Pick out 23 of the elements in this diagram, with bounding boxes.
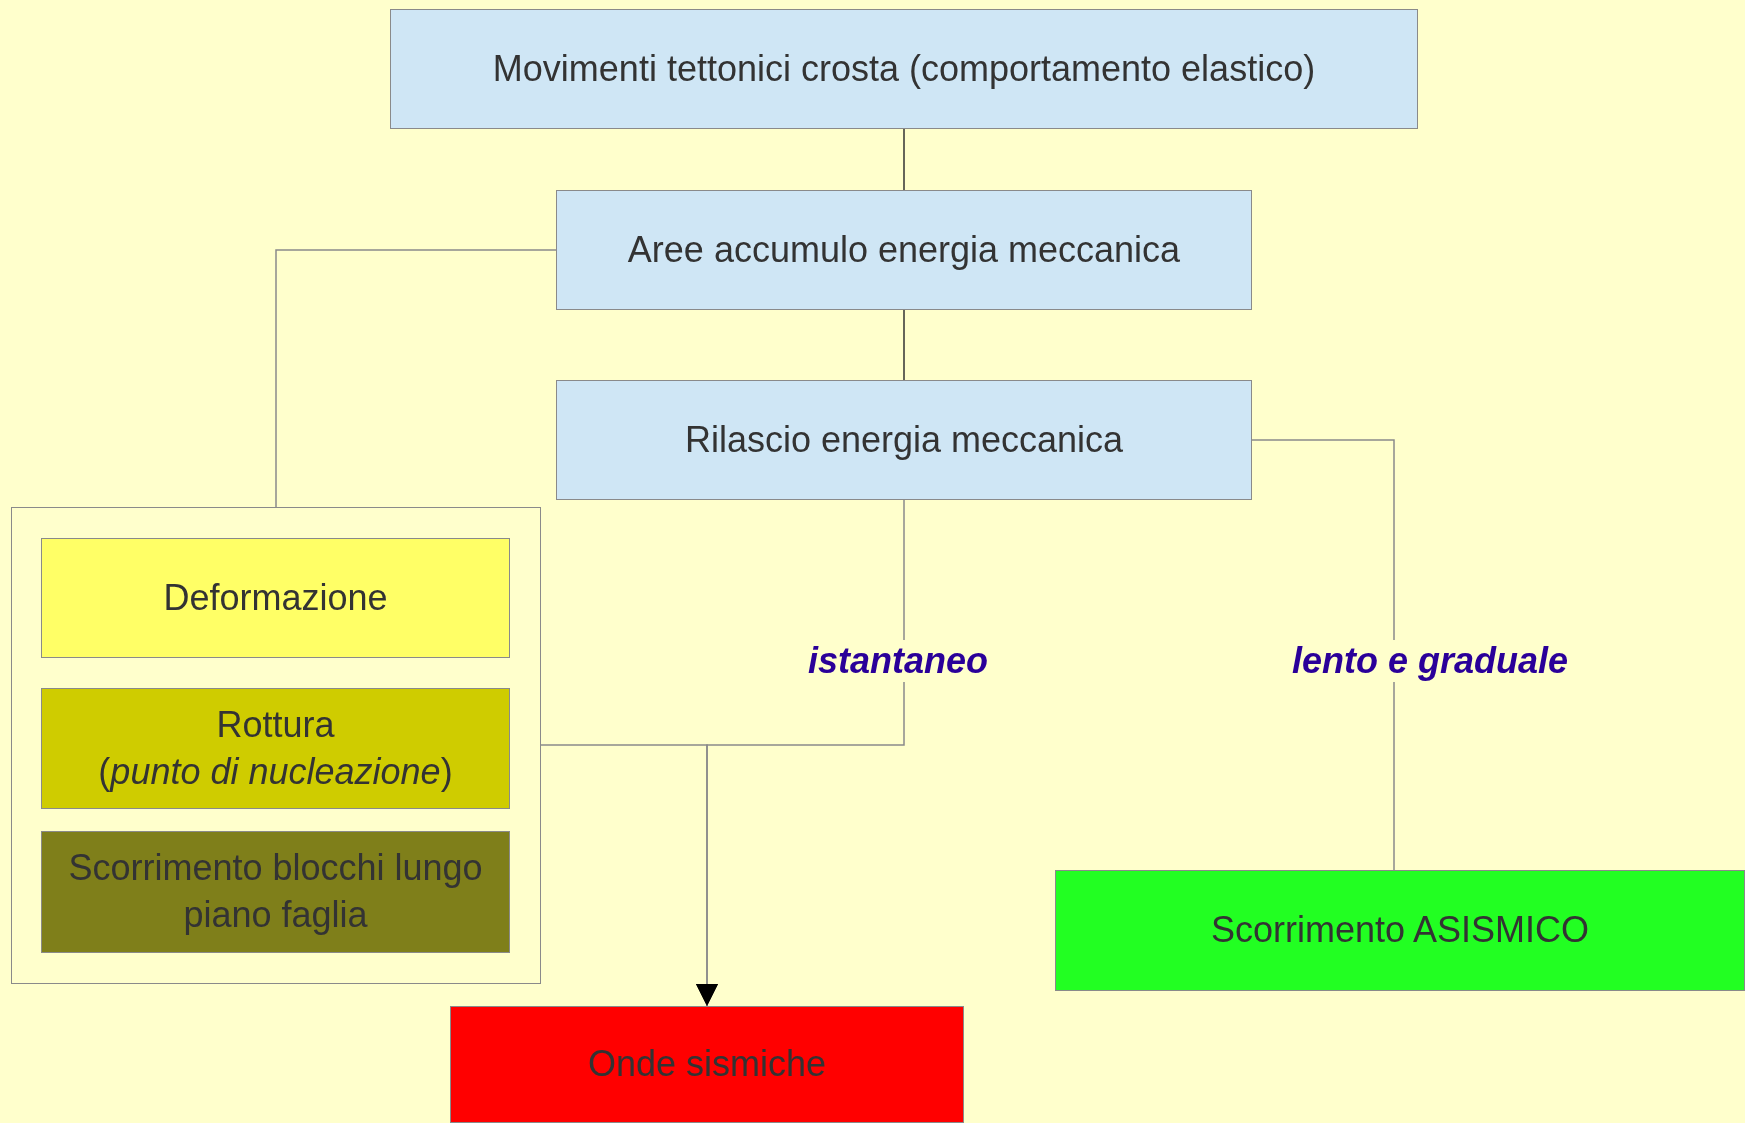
group-box: [11, 507, 541, 984]
node-text: Aree accumulo energia meccanica: [627, 227, 1181, 272]
process-box: [450, 1006, 964, 1123]
node-text: Rilascio energia meccanica: [684, 417, 1124, 462]
process-box: [390, 9, 1418, 129]
process-box: [41, 688, 510, 809]
node-text: Onde sismiche: [587, 1042, 827, 1087]
node-text: Scorrimento blocchi lungo piano faglia: [67, 846, 484, 937]
node-text: Deformazione: [163, 575, 388, 620]
node-text: (punto di nucleazione): [98, 749, 453, 794]
node-text: Movimenti tettonici crosta (comportamento elastico): [492, 46, 1316, 91]
node-text: Scorrimento ASISMICO: [1210, 908, 1590, 953]
process-box: [41, 538, 510, 658]
node-text: Rottura: [216, 702, 335, 747]
connector-line: [275, 249, 557, 508]
process-box: [556, 380, 1252, 500]
arrow: [540, 744, 718, 1007]
connector-line: [1251, 439, 1395, 871]
process-box: [41, 831, 510, 953]
connector-line: [903, 128, 905, 191]
process-box: [556, 190, 1252, 310]
connector-line: [903, 309, 905, 381]
process-box: [1055, 870, 1745, 991]
